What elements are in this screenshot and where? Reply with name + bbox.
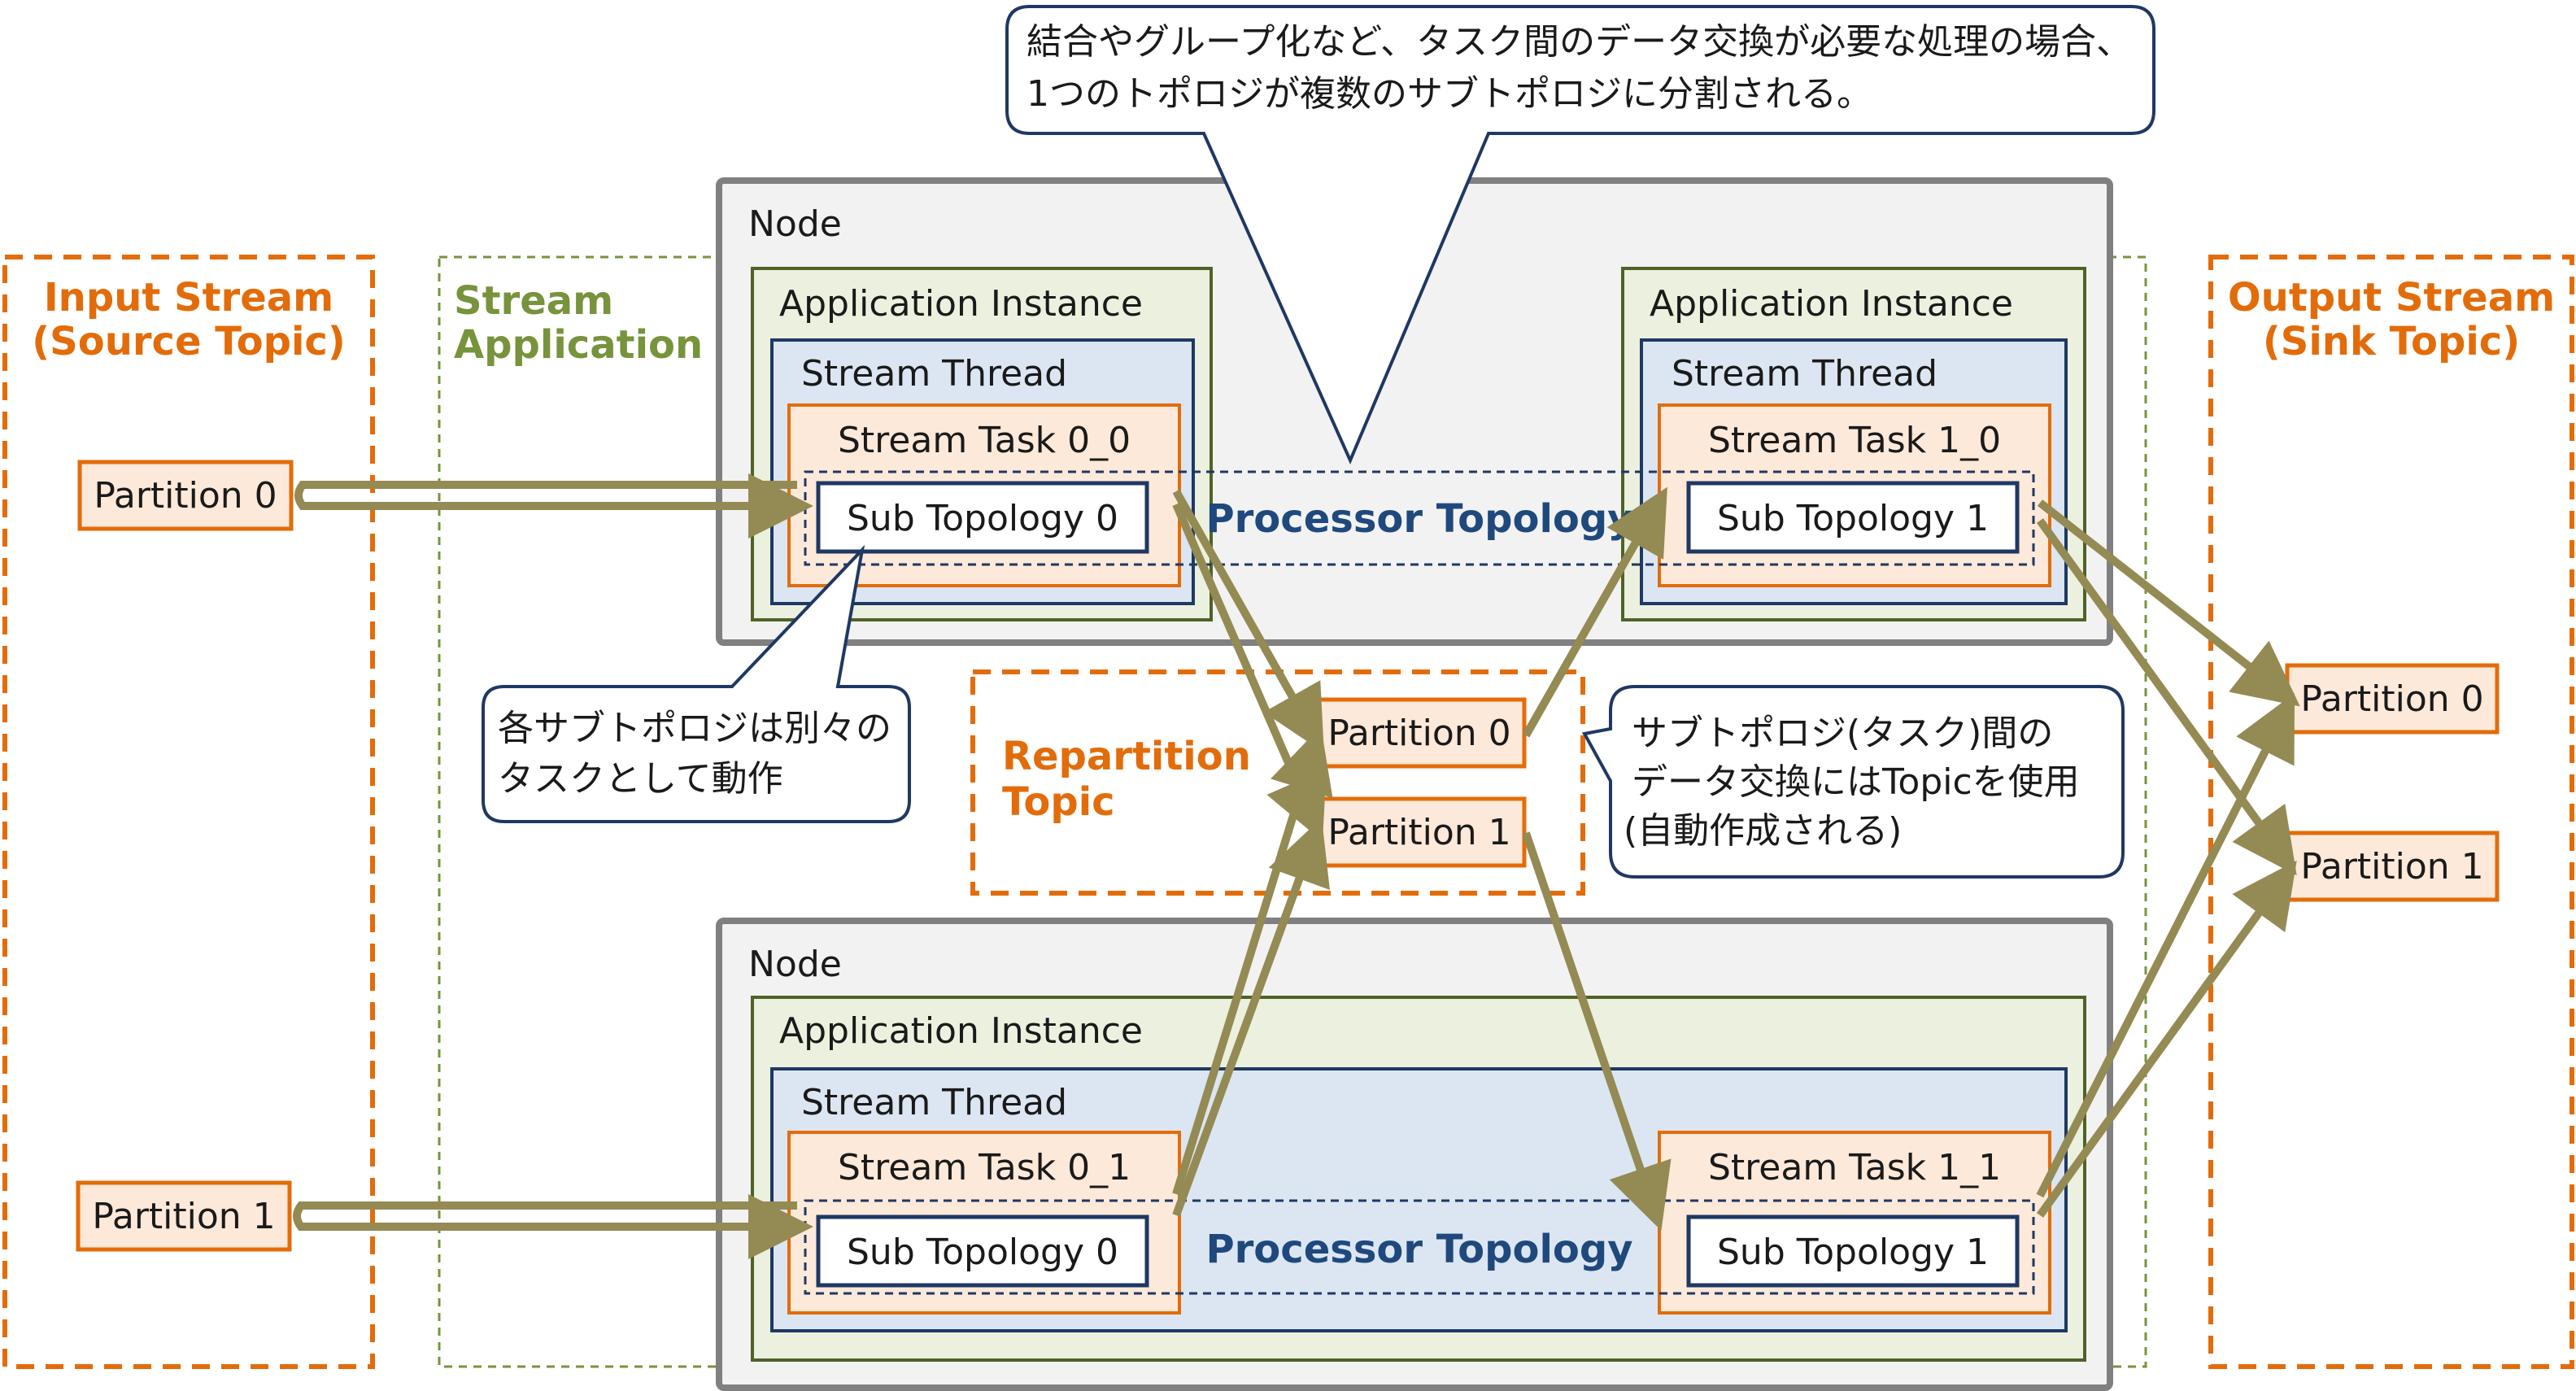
sub1-bottom-to-out1 bbox=[2036, 860, 2297, 1218]
stream-application-group: Stream Application bbox=[438, 255, 2147, 1368]
partition-box[interactable]: Partition 0 bbox=[77, 460, 294, 531]
input-p0-arrow bbox=[294, 473, 813, 539]
rp0-to-sub1-top bbox=[1522, 486, 1667, 738]
output-stream-group: Output Stream (Sink Topic) bbox=[2208, 255, 2574, 1369]
stream-thread-label: Stream Thread bbox=[801, 1082, 1067, 1123]
sub0-bottom-to-rp1 bbox=[1172, 818, 1330, 1217]
node-bottom: Node Application Instance Stream Thread … bbox=[716, 918, 2113, 1391]
callout-right: サブトポロジ(タスク)間の データ交換にはTopicを使用 (自動作成される) bbox=[1581, 685, 2125, 879]
input-p1-arrow bbox=[293, 1194, 813, 1259]
input-partition-0-label: Partition 0 bbox=[94, 475, 277, 517]
input-partition-1-label: Partition 1 bbox=[92, 1196, 275, 1237]
sub1-top-to-out1 bbox=[2036, 518, 2297, 876]
output-partition-0-label: Partition 0 bbox=[2300, 678, 2483, 720]
repartition-topic-subtitle: Topic bbox=[1002, 779, 1115, 825]
callout-left-line1: 各サブトポロジは別々の bbox=[498, 708, 891, 749]
rp1-to-sub1-bottom bbox=[1522, 831, 1672, 1231]
input-stream-subtitle: (Source Topic) bbox=[32, 319, 346, 364]
callout-right-line3: (自動作成される) bbox=[1624, 810, 1902, 852]
callout-right-line2: データ交換にはTopicを使用 bbox=[1632, 761, 2080, 803]
output-stream-title: Output Stream bbox=[2228, 275, 2555, 320]
sub-topology-1-top: Sub Topology 1 bbox=[1717, 498, 1989, 539]
callout-left: 各サブトポロジは別々の タスクとして動作 bbox=[482, 544, 911, 823]
partition-box[interactable]: Partition 1 bbox=[76, 1180, 292, 1252]
repartition-partition-1-label: Partition 1 bbox=[1327, 812, 1510, 853]
input-stream-group: Input Stream (Source Topic) bbox=[2, 255, 375, 1369]
sub-topology-0-top: Sub Topology 0 bbox=[847, 498, 1118, 539]
sub-topology-1-bottom: Sub Topology 1 bbox=[1717, 1232, 1989, 1273]
repartition-topic-title: Repartition bbox=[1002, 734, 1251, 779]
input-stream-title: Input Stream bbox=[44, 275, 333, 320]
stream-application-title: Stream bbox=[454, 278, 613, 324]
stream-thread-label: Stream Thread bbox=[801, 353, 1067, 395]
sub0-top-to-rp0 bbox=[1172, 489, 1324, 753]
processor-topology-top-label: Processor Topology bbox=[1205, 496, 1632, 542]
callout-top-line2: 1つのトポロジが複数のサブトポロジに分割される。 bbox=[1026, 73, 1872, 115]
node-bottom-label: Node bbox=[748, 944, 842, 985]
task-1-0-label: Stream Task 1_0 bbox=[1708, 420, 2001, 461]
partition-box[interactable]: Partition 1 bbox=[2285, 831, 2500, 902]
node-top: Node Application Instance Stream Thread … bbox=[716, 177, 2113, 646]
callout-top: 結合やグループ化など、タスク間のデータ交換が必要な処理の場合、 1つのトポロジが… bbox=[1005, 5, 2155, 465]
sub1-bottom-to-out0 bbox=[2036, 693, 2295, 1198]
repartition-partition-0-label: Partition 0 bbox=[1327, 713, 1510, 754]
node-top-label: Node bbox=[748, 203, 842, 245]
partition-box[interactable]: Partition 0 bbox=[1312, 697, 1527, 769]
callout-right-line1: サブトポロジ(タスク)間の bbox=[1632, 713, 2053, 754]
task-0-1-label: Stream Task 0_1 bbox=[838, 1147, 1131, 1188]
stream-application-subtitle: Application bbox=[454, 322, 703, 368]
app-instance-label: Application Instance bbox=[779, 1010, 1143, 1052]
output-stream-subtitle: (Sink Topic) bbox=[2263, 319, 2520, 364]
partition-box[interactable]: Partition 1 bbox=[1312, 796, 1527, 868]
sub1-top-to-out0 bbox=[2037, 499, 2300, 707]
processor-topology-bottom-label: Processor Topology bbox=[1205, 1227, 1632, 1272]
sub-topology-0-bottom: Sub Topology 0 bbox=[847, 1232, 1118, 1273]
app-instance-label: Application Instance bbox=[779, 283, 1143, 325]
partition-box[interactable]: Partition 0 bbox=[2285, 663, 2500, 735]
callout-top-line1: 結合やグループ化など、タスク間のデータ交換が必要な処理の場合、 bbox=[1026, 21, 2132, 63]
flow-arrows bbox=[293, 473, 2300, 1259]
sub0-bottom-to-rp0 bbox=[1172, 726, 1333, 1196]
task-0-0-label: Stream Task 0_0 bbox=[838, 420, 1131, 461]
output-partition-1-label: Partition 1 bbox=[2300, 846, 2483, 887]
app-instance-label: Application Instance bbox=[1650, 283, 2013, 325]
task-1-1-label: Stream Task 1_1 bbox=[1708, 1147, 2001, 1188]
callout-left-line2: タスクとして動作 bbox=[498, 758, 783, 800]
stream-thread-label: Stream Thread bbox=[1672, 353, 1937, 395]
